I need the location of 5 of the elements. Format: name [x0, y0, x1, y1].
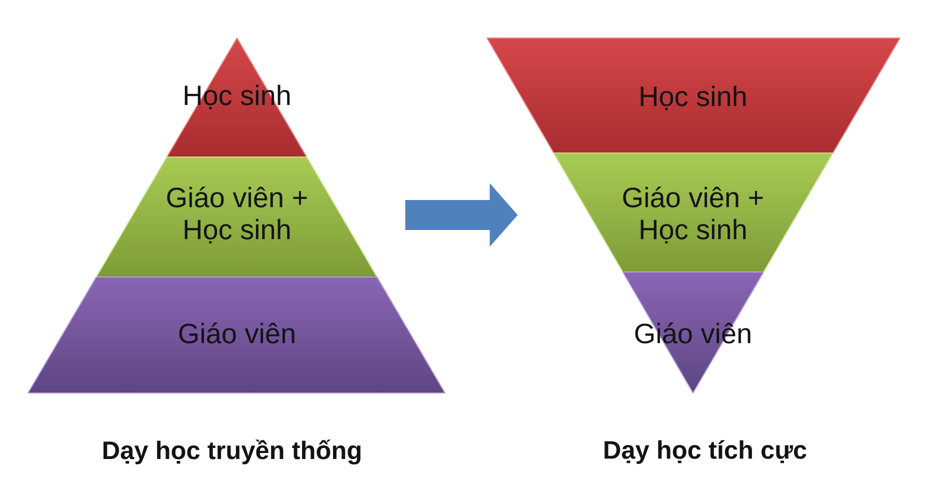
pyramid-layer: Giáo viên + Học sinh — [553, 152, 834, 273]
caption: Dạy học tích cực — [604, 440, 806, 464]
pyramid-layer: Giáo viên — [27, 276, 446, 394]
pyramid-layer: Học sinh — [486, 37, 901, 154]
caption: Dạy học truyền thống — [104, 440, 360, 464]
